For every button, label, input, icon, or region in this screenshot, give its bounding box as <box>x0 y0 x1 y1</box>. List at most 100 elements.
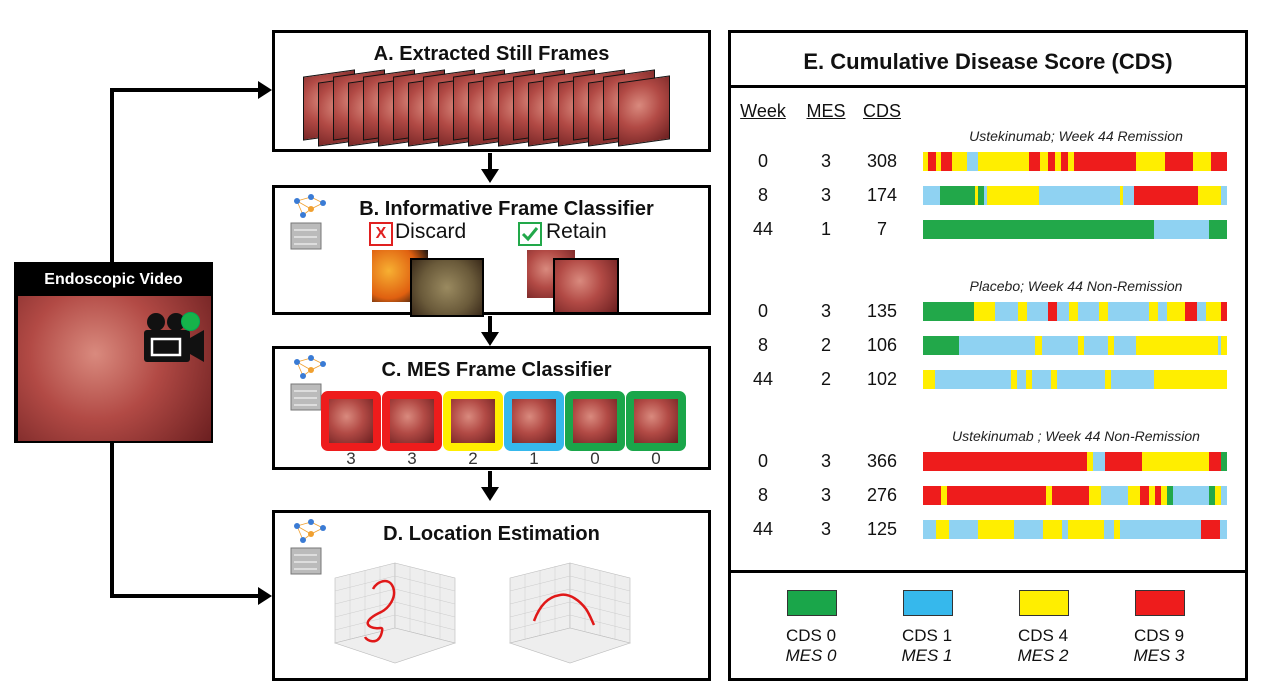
connector-line <box>110 88 114 263</box>
score-strip <box>923 220 1227 239</box>
strip-segment <box>1052 486 1089 505</box>
mes-frame <box>565 391 625 451</box>
strip-segment <box>1135 152 1165 171</box>
cell-mes: 3 <box>820 301 831 321</box>
strip-segment <box>1077 302 1099 321</box>
cell-mes: 3 <box>820 485 831 505</box>
neural-network-icon <box>290 194 326 250</box>
legend-mes-label: MES 2 <box>1017 646 1069 665</box>
cell-cds: 366 <box>866 451 898 471</box>
strip-segment <box>1068 520 1104 539</box>
strip-segment <box>1221 186 1227 205</box>
strip-segment <box>1105 452 1142 471</box>
cell-cds: 174 <box>866 185 898 205</box>
strip-segment <box>951 152 968 171</box>
strip-segment <box>1068 302 1078 321</box>
strip-segment <box>1084 336 1109 355</box>
strip-segment <box>1127 486 1140 505</box>
strip-segment <box>1172 486 1209 505</box>
cell-mes: 2 <box>820 335 831 355</box>
strip-segment <box>1100 486 1128 505</box>
strip-segment <box>1208 486 1215 505</box>
strip-segment <box>923 370 936 389</box>
strip-segment <box>1042 520 1062 539</box>
strip-segment <box>983 186 987 205</box>
cell-mes: 2 <box>820 369 831 389</box>
strip-segment <box>1211 152 1227 171</box>
header-mes: MES <box>806 101 846 121</box>
strip-segment <box>1032 370 1051 389</box>
strip-segment <box>923 486 942 505</box>
legend-swatch <box>787 590 837 616</box>
legend-cds-label: CDS 4 <box>1017 626 1069 645</box>
mes-frame <box>321 391 381 451</box>
strip-segment <box>975 186 978 205</box>
strip-segment <box>923 220 1155 239</box>
strip-segment <box>1141 452 1209 471</box>
strip-segment <box>1018 302 1028 321</box>
panel-e-title: E. Cumulative Disease Score (CDS) <box>803 49 1173 74</box>
strip-segment <box>947 486 1047 505</box>
strip-segment <box>941 152 952 171</box>
arrow-to-d-icon <box>258 587 272 605</box>
strip-segment <box>1026 370 1033 389</box>
cell-mes: 1 <box>820 219 831 239</box>
cell-week: 44 <box>752 219 774 239</box>
connector-line <box>110 594 260 598</box>
strip-segment <box>1041 336 1079 355</box>
mes-frame <box>626 391 686 451</box>
video-camera-icon <box>144 313 204 362</box>
strip-segment <box>935 520 949 539</box>
strip-segment <box>1217 336 1221 355</box>
strip-segment <box>923 336 960 355</box>
neural-network-icon <box>290 519 326 575</box>
strip-segment <box>1104 520 1114 539</box>
mes-score-label: 0 <box>590 449 600 468</box>
recording-indicator-icon <box>181 312 200 331</box>
strip-segment <box>1208 452 1221 471</box>
legend-mes-label: MES 3 <box>1133 646 1185 665</box>
strip-segment <box>1087 452 1094 471</box>
strip-segment <box>1206 302 1221 321</box>
cell-cds: 276 <box>866 485 898 505</box>
strip-segment <box>1185 302 1198 321</box>
strip-segment <box>1055 152 1061 171</box>
legend-mes-label: MES 1 <box>901 646 953 665</box>
strip-segment <box>923 520 936 539</box>
strip-segment <box>1078 336 1085 355</box>
mes-frame-image <box>512 399 556 443</box>
cell-cds: 106 <box>866 335 898 355</box>
strip-segment <box>1035 336 1042 355</box>
cell-week: 44 <box>752 369 774 389</box>
strip-segment <box>1135 336 1218 355</box>
cell-cds: 308 <box>866 151 898 171</box>
strip-segment <box>1048 302 1058 321</box>
strip-segment <box>1011 370 1018 389</box>
arrow-b-c <box>488 316 492 334</box>
mes-score-label: 1 <box>529 449 539 468</box>
strip-segment <box>1167 302 1186 321</box>
cell-week: 44 <box>752 519 774 539</box>
retained-frame-2 <box>553 258 619 314</box>
retain-check-icon <box>518 222 542 246</box>
strip-segment <box>1046 486 1053 505</box>
mes-frame <box>504 391 564 451</box>
strip-segment <box>1029 152 1040 171</box>
strip-segment <box>1038 186 1120 205</box>
panel-c-title: C. MES Frame Classifier <box>381 359 612 381</box>
cell-mes: 3 <box>820 185 831 205</box>
strip-segment <box>1158 302 1168 321</box>
strip-segment <box>1197 186 1222 205</box>
panel-d-location-estimation: D. Location Estimation <box>272 510 711 681</box>
strip-segment <box>1153 370 1227 389</box>
strip-segment <box>973 302 995 321</box>
strip-segment <box>1039 152 1048 171</box>
mes-frame <box>382 391 442 451</box>
cell-cds: 125 <box>866 519 898 539</box>
strip-segment <box>935 152 942 171</box>
cell-week: 0 <box>757 301 768 321</box>
strip-segment <box>1068 152 1074 171</box>
score-strip <box>923 152 1227 171</box>
score-strip <box>923 452 1227 471</box>
cell-cds: 7 <box>876 219 887 239</box>
